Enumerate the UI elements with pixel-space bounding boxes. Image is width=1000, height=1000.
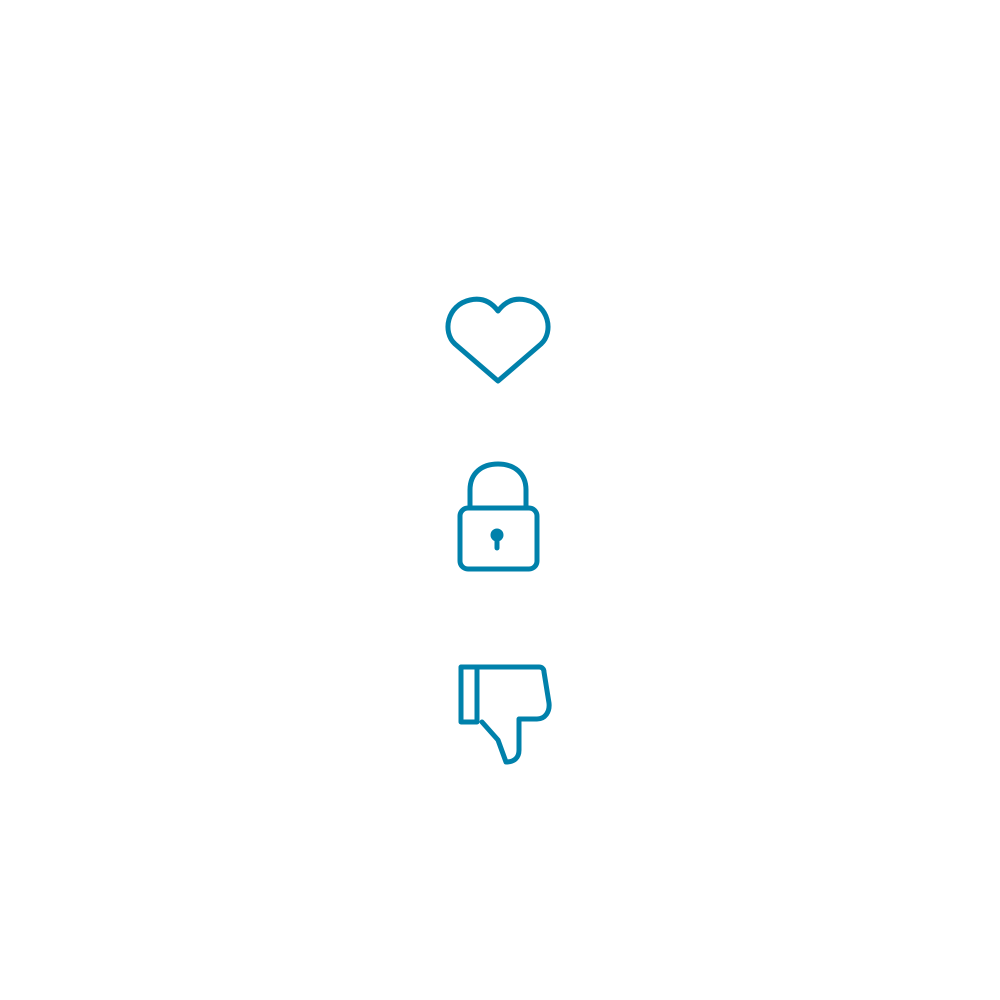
- lock-icon: [457, 461, 540, 572]
- thumbs-down-icon: [458, 664, 552, 765]
- heart-icon: [445, 296, 551, 384]
